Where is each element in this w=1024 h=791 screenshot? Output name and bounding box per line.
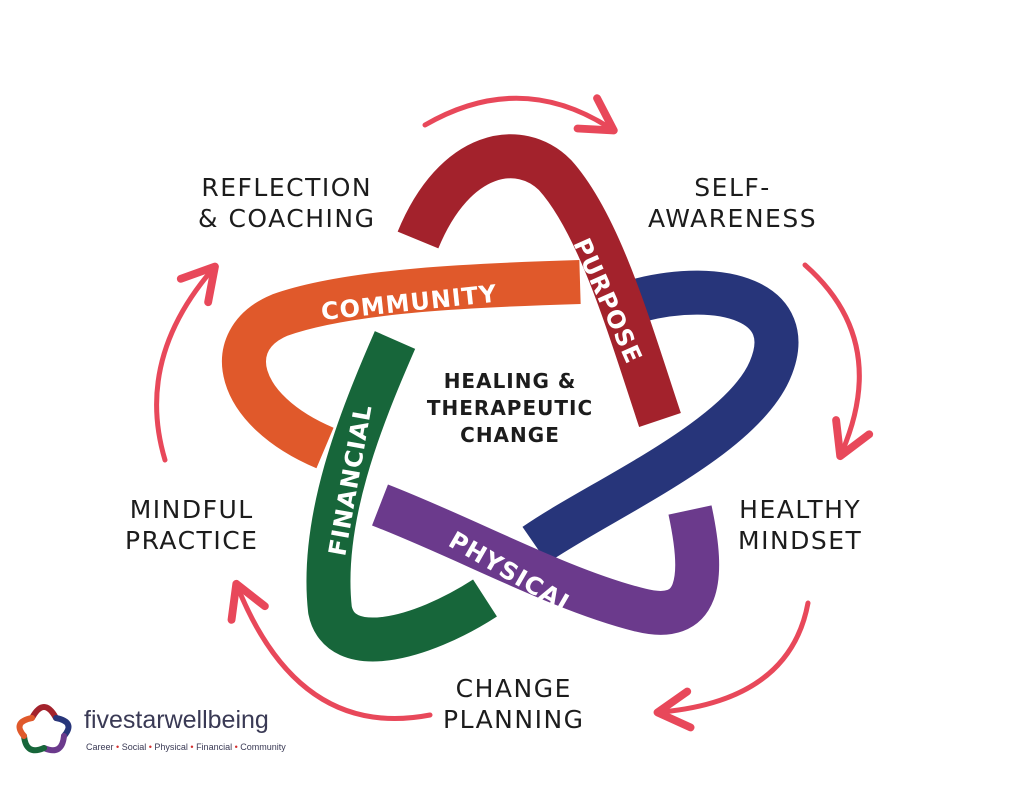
tagline-career: Career — [86, 742, 114, 752]
label-change-planning-line-2: PLANNING — [443, 705, 585, 734]
tagline-community: Community — [240, 742, 286, 752]
label-self-awareness-line-2: AWARENESS — [648, 204, 818, 233]
cycle-arrows — [154, 94, 874, 732]
center-line-3: CHANGE — [460, 423, 560, 447]
arrow-change-planning-to-mindful-practice — [227, 579, 433, 721]
tagline-separator: • — [148, 742, 155, 752]
tagline-separator: • — [190, 742, 197, 752]
logo-wordmark: fivestarwellbeing — [84, 706, 269, 734]
label-self-awareness: SELF- AWARENESS — [648, 172, 817, 234]
band-physical — [372, 484, 720, 635]
brand-logo: fivestarwellbeing Career • Social • Phys… — [14, 700, 314, 760]
center-line-1: HEALING & — [443, 369, 577, 393]
label-reflection-line-1: REFLECTION — [201, 173, 373, 202]
tagline-social: Social — [121, 742, 147, 752]
band-community — [222, 260, 581, 469]
label-reflection-coaching: REFLECTION & COACHING — [198, 172, 376, 234]
label-healthy-mindset-line-2: MINDSET — [738, 526, 863, 555]
five-star-logo-icon — [16, 704, 72, 754]
label-reflection-line-2: & COACHING — [198, 204, 376, 233]
label-healthy-mindset: HEALTHY MINDSET — [738, 494, 862, 556]
center-label: HEALING & THERAPEUTIC CHANGE — [405, 368, 615, 449]
label-change-planning-line-1: CHANGE — [455, 674, 572, 703]
label-mindful-practice-line-1: MINDFUL — [129, 495, 254, 524]
tagline-separator: • — [116, 742, 122, 752]
star-knot — [222, 134, 799, 662]
label-healthy-mindset-line-1: HEALTHY — [739, 495, 862, 524]
arrow-mindful-practice-to-reflection — [154, 262, 219, 463]
arrow-reflection-to-self-awareness — [422, 94, 618, 135]
label-mindful-practice: MINDFUL PRACTICE — [125, 494, 258, 556]
arrow-self-awareness-to-healthy-mindset — [802, 262, 874, 461]
tagline-separator: • — [234, 742, 241, 752]
band-purpose — [397, 134, 681, 427]
center-line-2: THERAPEUTIC — [426, 396, 594, 420]
band-financial — [306, 331, 497, 662]
band-navy — [522, 270, 799, 564]
label-mindful-practice-line-2: PRACTICE — [125, 526, 259, 555]
logo-tagline: Career • Social • Physical • Financial •… — [86, 742, 286, 752]
tagline-financial: Financial — [196, 742, 233, 752]
label-self-awareness-line-1: SELF- — [694, 173, 771, 202]
label-change-planning: CHANGE PLANNING — [443, 673, 585, 735]
tagline-physical: Physical — [154, 742, 188, 752]
arrow-healthy-mindset-to-change-planning — [653, 600, 811, 732]
